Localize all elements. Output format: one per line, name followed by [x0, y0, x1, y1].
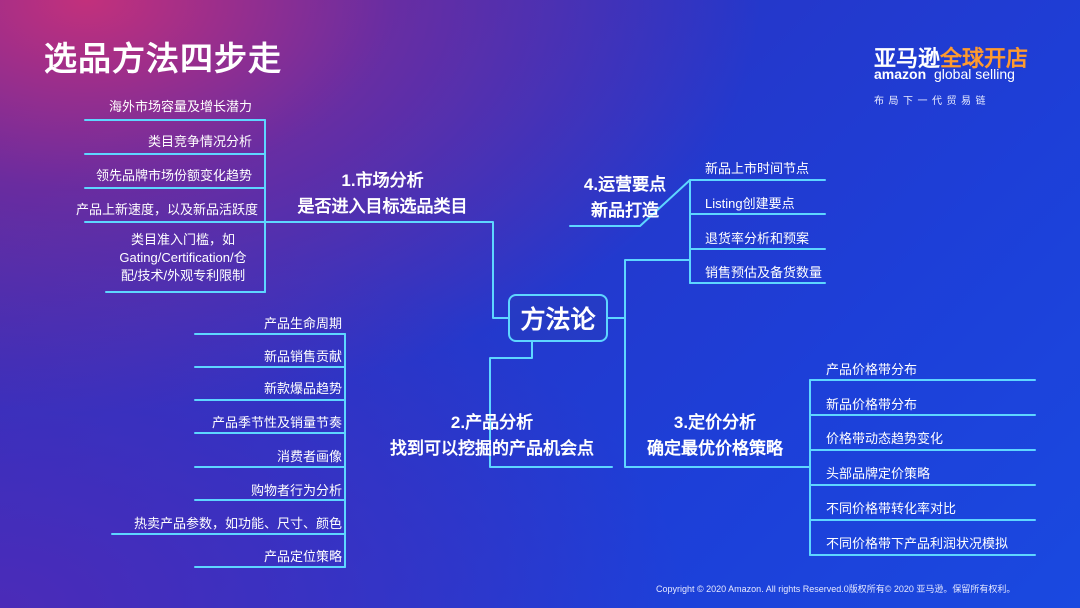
- branch-operations: 4.运营要点 新品打造: [570, 172, 680, 224]
- leaf-item: 热卖产品参数，如功能、尺寸、颜色: [133, 516, 342, 531]
- leaf-item: 头部品牌定价策略: [826, 466, 931, 481]
- branch-pricing-analysis: 3.定价分析 确定最优价格策略: [630, 410, 800, 462]
- connector-operations-lower: [607, 259, 691, 319]
- leaf-item: 产品定位策略: [263, 549, 342, 564]
- leaf-item: 产品季节性及销量节奏: [211, 415, 342, 430]
- connector-product: [489, 341, 613, 468]
- branch-subtitle: 是否进入目标选品类目: [297, 197, 468, 216]
- logo-en-program: global selling: [934, 66, 1015, 82]
- leaf-line: Gating/Certification/仓: [119, 250, 247, 265]
- leaf-item-multiline: 类目准入门槛，如 Gating/Certification/仓 配/技术/外观专…: [108, 231, 258, 285]
- leaf-line: 类目准入门槛，如: [130, 232, 235, 247]
- connector-pricing: [607, 317, 811, 468]
- leaf-item: 价格带动态趋势变化: [826, 431, 944, 446]
- branch-title: 3.定价分析: [673, 413, 757, 432]
- center-label: 方法论: [520, 306, 596, 334]
- branch-title: 4.运营要点: [583, 175, 667, 194]
- branch-subtitle: 新品打造: [591, 201, 659, 220]
- leaf-item: 销售预估及备货数量: [705, 265, 823, 280]
- branch-product-analysis: 2.产品分析 找到可以挖掘的产品机会点: [368, 410, 616, 462]
- leaf-item: 不同价格带下产品利润状况模拟: [826, 536, 1009, 551]
- branch-subtitle: 找到可以挖掘的产品机会点: [390, 439, 594, 458]
- leaf-item: 消费者画像: [276, 449, 342, 464]
- slide-title: 选品方法四步走: [44, 40, 282, 77]
- branch-title: 2.产品分析: [450, 413, 534, 432]
- logo-en-brand: amazon: [874, 66, 927, 82]
- logo-cn-program: 全球开店: [940, 46, 1029, 71]
- leaf-item: 海外市场容量及增长潜力: [108, 99, 252, 114]
- leaf-item: 退货率分析和预案: [705, 231, 810, 246]
- logo-cn-brand: 亚马逊: [874, 46, 941, 71]
- leaf-item: 类目竞争情况分析: [147, 134, 252, 149]
- connector-operations-title: [569, 179, 691, 227]
- connector-market: [264, 221, 509, 319]
- leaf-item: 购物者行为分析: [250, 483, 342, 498]
- branch-market-analysis: 1.市场分析 是否进入目标选品类目: [280, 168, 485, 220]
- center-node: 方法论: [508, 294, 608, 342]
- leaf-item: 领先品牌市场份额变化趋势: [95, 168, 252, 183]
- branch-title: 1.市场分析: [341, 171, 424, 190]
- leaf-item: 新品上市时间节点: [705, 161, 810, 176]
- leaf-item: 产品生命周期: [263, 316, 342, 331]
- leaf-item: 新品销售贡献: [263, 349, 342, 364]
- leaf-line: 配/技术/外观专利限制: [120, 268, 246, 283]
- leaf-item: 新品价格带分布: [826, 397, 918, 412]
- leaf-item: 产品价格带分布: [826, 362, 918, 377]
- copyright-notice: Copyright © 2020 Amazon. All rights Rese…: [656, 584, 1016, 594]
- leaf-item: 产品上新速度，以及新品活跃度: [75, 202, 258, 217]
- leaf-item: 不同价格带转化率对比: [826, 501, 957, 516]
- leaf-item: 新款爆品趋势: [263, 381, 342, 396]
- branch-subtitle: 确定最优价格策略: [647, 439, 783, 458]
- logo-tagline: 布局下一代贸易链: [874, 96, 990, 107]
- leaf-item: Listing创建要点: [705, 196, 795, 211]
